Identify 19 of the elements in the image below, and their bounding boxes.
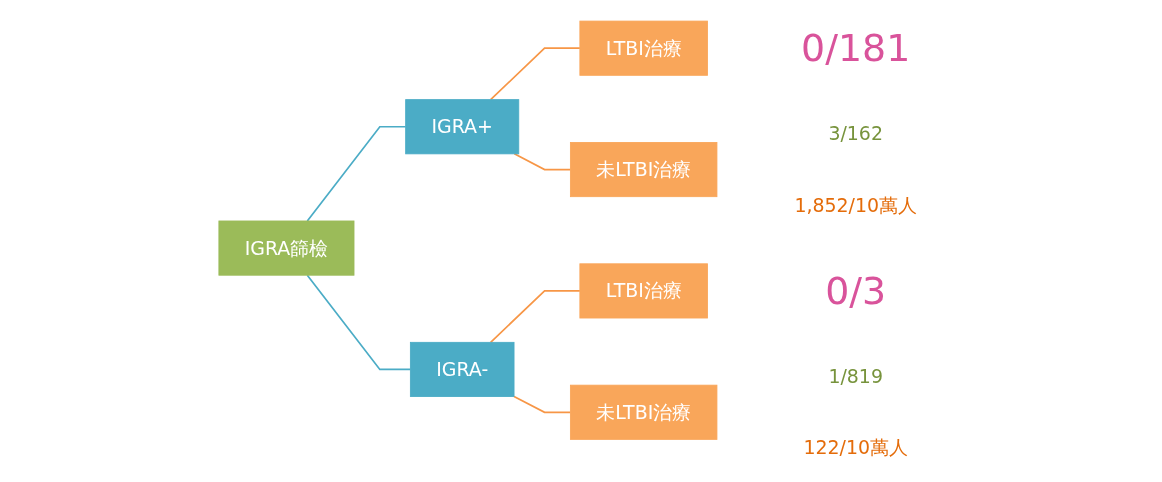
node-box: IGRA- [410,341,515,397]
connector [489,47,581,101]
node-box: 未LTBI治療 [570,142,718,198]
node-label: 0/3 [825,268,887,313]
node-box: LTBI治療 [579,263,709,319]
node-box: IGRA篩檢 [218,220,355,276]
node-box: IGRA+ [405,99,520,155]
connector [489,290,581,344]
node-label: 3/162 [828,123,884,145]
node-label: 1/819 [828,365,884,388]
node-box: 未LTBI治療 [570,384,718,440]
node-label: 0/181 [801,25,911,70]
node-label: 1,852/10萬人 [794,194,918,217]
connector [513,153,572,171]
connector [513,395,572,414]
node-box: LTBI治療 [579,20,709,76]
connector [306,274,412,371]
connector [306,125,407,222]
node-label: 122/10萬人 [803,437,909,459]
